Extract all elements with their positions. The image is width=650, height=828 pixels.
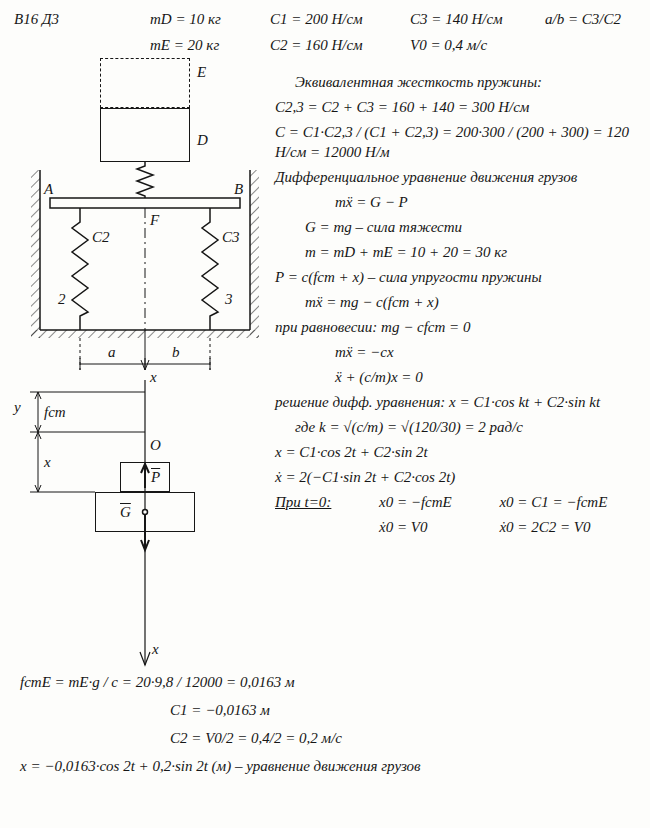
formula: mẍ = mg − c(fст + x) — [305, 292, 637, 312]
x-axis-arrow — [140, 652, 150, 665]
formula: mẍ = −cx — [335, 342, 637, 362]
formula: C = C1·C2,3 / (C1 + C2,3) = 200·300 / (2… — [275, 122, 637, 162]
formula: решение дифф. уравнения: x = C1·cos kt +… — [275, 392, 637, 412]
callout-number: 2 — [58, 290, 66, 308]
formula: x = −0,0163·cos 2t + 0,2·sin 2t (м) – ур… — [20, 756, 632, 776]
fst-dimension — [38, 392, 39, 432]
formula: ẍ + (c/m)x = 0 — [335, 367, 637, 387]
axis-label: y — [14, 398, 21, 416]
x-dimension — [38, 432, 39, 492]
origin-level — [30, 432, 145, 433]
given: mE = 20 кг — [150, 36, 219, 54]
spacer — [275, 517, 361, 537]
plate — [50, 198, 240, 208]
force-g-head — [141, 540, 149, 550]
given: mD = 10 кг — [150, 10, 221, 28]
formula: ẋ0 = 2C2 = V0 — [499, 517, 637, 537]
static-level — [30, 392, 145, 393]
upper-load: P — [120, 462, 170, 492]
formula: где k = √(c/m) = √(120/30) = 2 рад/с — [295, 417, 637, 437]
formula: при равновесии: mg − cfст = 0 — [275, 317, 637, 337]
force-p-head — [141, 464, 149, 473]
formula: x = C1·cos 2t + C2·sin 2t — [275, 442, 637, 462]
sheet-id: В16 Д3 — [14, 10, 59, 28]
point-label: F — [150, 211, 159, 229]
result-block: fстE = mE·g / c = 20·9,8 / 12000 = 0,016… — [20, 672, 632, 784]
frame — [30, 162, 259, 665]
formula: ẋ = 2(−C1·sin 2t + C2·cos 2t) — [275, 467, 637, 487]
axis-label: x — [152, 640, 159, 658]
initial-conditions: При t=0: x0 = −fстE x0 = C1 = −fстE ẋ0 = V0… — [275, 492, 637, 537]
x-arrows — [35, 432, 41, 492]
given: C3 = 140 Н/см — [410, 10, 503, 28]
section-heading: Эквивалентная жесткость пружины: — [295, 72, 637, 92]
formula: C2,3 = C2 + C3 = 160 + 140 = 300 Н/см — [275, 97, 637, 117]
formula: fстE = mE·g / c = 20·9,8 / 12000 = 0,016… — [20, 672, 632, 692]
wall-hatch — [31, 170, 40, 338]
spring-label: C2 — [92, 228, 110, 246]
formula: G = mg – сила тяжести — [305, 217, 637, 237]
dimension-label: fст — [44, 403, 66, 421]
formula: C2 = V0/2 = 0,4/2 = 0,2 м/с — [170, 728, 632, 748]
dimension-label: x — [44, 453, 51, 471]
formula: m = mD + mE = 10 + 20 = 30 кг — [305, 242, 637, 262]
force-label: P — [151, 468, 160, 486]
axis-label: x — [150, 368, 157, 386]
given: C1 = 200 Н/см — [270, 10, 363, 28]
force-p — [144, 466, 146, 488]
load-box-d: D — [100, 108, 190, 162]
spring-label: C3 — [222, 228, 240, 246]
left-wall — [39, 170, 41, 330]
box-letter: E — [197, 63, 206, 81]
point-label: A — [44, 180, 53, 198]
spring-1 — [137, 162, 153, 198]
point-label: B — [234, 180, 243, 198]
spring-3 — [202, 208, 218, 330]
section-heading: Дифференциальное уравнение движения груз… — [275, 167, 637, 187]
load-box-e: E — [100, 58, 190, 108]
box-letter: D — [197, 131, 208, 149]
dimension-label: a — [108, 343, 116, 361]
given: V0 = 0,4 м/с — [410, 36, 487, 54]
dimension-label: b — [172, 343, 180, 361]
extension-line — [80, 338, 81, 370]
fst-arrows — [35, 392, 41, 432]
section-heading: При t=0: — [275, 492, 361, 512]
position-level — [30, 492, 95, 493]
axis — [145, 338, 146, 370]
center-line — [145, 208, 146, 338]
formula: P = c(fст + x) – сила упругости пружины — [275, 267, 637, 287]
given: a/b = C3/C2 — [545, 10, 621, 28]
mass-center — [143, 510, 148, 515]
x-axis — [144, 380, 145, 665]
axis-arrow — [141, 360, 149, 370]
right-wall — [249, 170, 251, 330]
formula: x0 = −fстE — [379, 492, 481, 512]
formula: C1 = −0,0163 м — [170, 700, 632, 720]
formula: x0 = C1 = −fстE — [499, 492, 637, 512]
wall-hatch — [250, 170, 259, 338]
force-g — [144, 514, 146, 548]
extension-line — [210, 338, 211, 370]
lower-load: G — [95, 492, 195, 532]
solution-column: Эквивалентная жесткость пружины: C2,3 = C… — [275, 72, 637, 537]
origin-label: O — [150, 436, 161, 454]
given: C2 = 160 Н/см — [270, 36, 363, 54]
formula: ẋ0 = V0 — [379, 517, 481, 537]
formula: mẍ = G − P — [335, 192, 637, 212]
callout-number: 3 — [225, 290, 233, 308]
spring-2 — [72, 208, 88, 330]
force-label: G — [120, 503, 131, 521]
